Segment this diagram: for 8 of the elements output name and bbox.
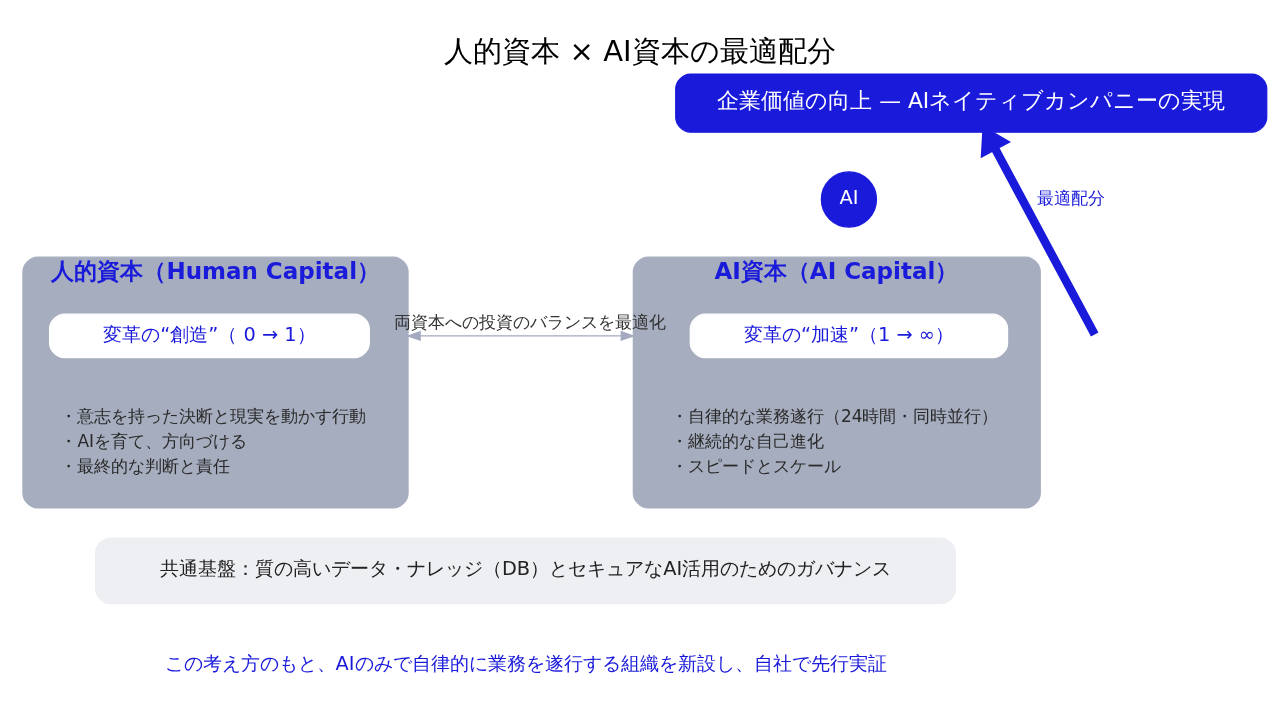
diagram-title: 人的資本 × AI資本の最適配分 <box>444 33 836 68</box>
arrow <box>406 330 636 342</box>
caption: この考え方のもと、AIのみで自律的に業務を遂行する組織を新設し、自社で先行実証 <box>164 651 887 675</box>
node-box: 変革の“創造”（ 0 → 1） <box>48 313 370 359</box>
node-box: 変革の“加速”（1 → ∞） <box>689 313 1009 359</box>
node-box: 企業価値の向上 — AIネイティブカンパニーの実現 <box>675 73 1268 133</box>
edge-label: 最適配分 <box>1036 188 1105 208</box>
node-circle: AI <box>820 171 878 228</box>
